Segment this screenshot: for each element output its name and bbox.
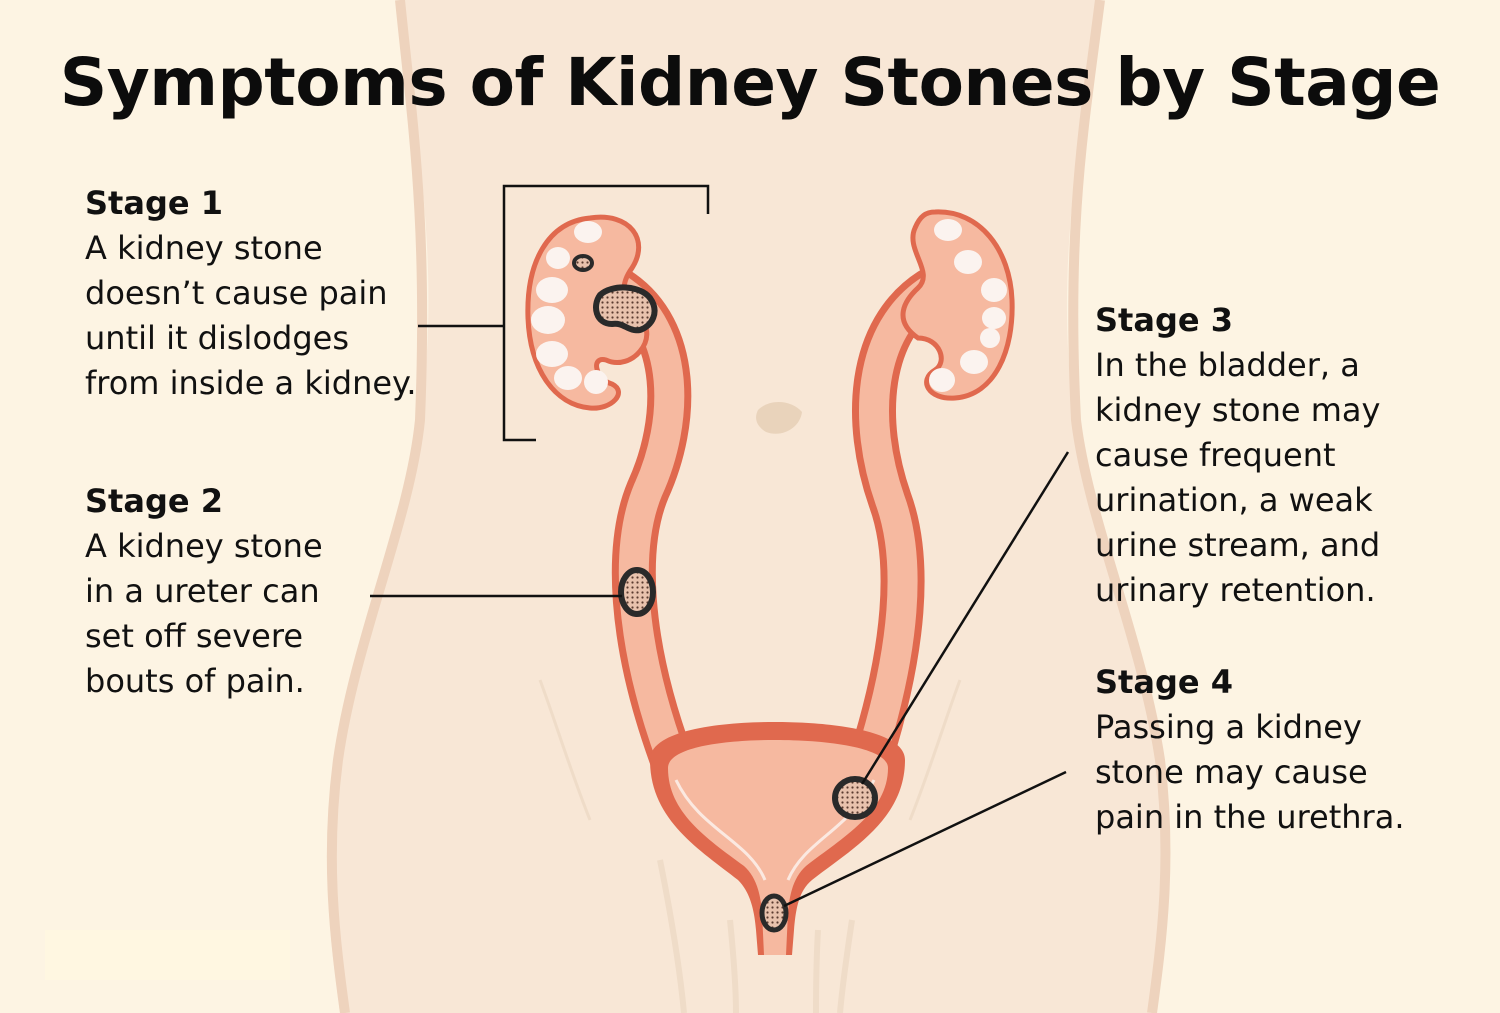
stage4-urethra-stone xyxy=(759,893,789,933)
stage-2-description: A kidney stone in a ureter can set off s… xyxy=(85,527,323,700)
right-kidney xyxy=(900,209,1015,401)
stage-1-description: A kidney stone doesn’t cause pain until … xyxy=(85,229,417,402)
pale-patch xyxy=(45,930,290,980)
stage4-leader xyxy=(783,770,1067,908)
stage-3-description: In the bladder, a kidney stone may cause… xyxy=(1095,346,1381,609)
ureters xyxy=(598,268,952,782)
leader-lines xyxy=(370,184,1070,908)
stage-3-label: Stage 3 In the bladder, a kidney stone m… xyxy=(1095,298,1475,613)
stage-2-label: Stage 2 A kidney stone in a ureter can s… xyxy=(85,479,385,704)
stage-2-heading: Stage 2 xyxy=(85,482,223,520)
stage1-small-stone xyxy=(572,254,594,272)
left-kidney xyxy=(525,214,658,411)
stage3-bladder-stone xyxy=(832,776,878,820)
stage-4-description: Passing a kidney stone may cause pain in… xyxy=(1095,708,1405,836)
stage-4-heading: Stage 4 xyxy=(1095,663,1233,701)
bladder xyxy=(650,722,905,955)
stage2-ureter-stone xyxy=(618,567,656,617)
stage1-bracket xyxy=(502,184,710,442)
stage3-leader xyxy=(860,451,1070,785)
stage-4-label: Stage 4 Passing a kidney stone may cause… xyxy=(1095,660,1475,840)
stage-1-label: Stage 1 A kidney stone doesn’t cause pai… xyxy=(85,181,485,406)
page-title: Symptoms of Kidney Stones by Stage xyxy=(59,44,1441,121)
stage-1-heading: Stage 1 xyxy=(85,184,223,222)
stage1-kidney-stone xyxy=(593,284,658,334)
stage-3-heading: Stage 3 xyxy=(1095,301,1233,339)
